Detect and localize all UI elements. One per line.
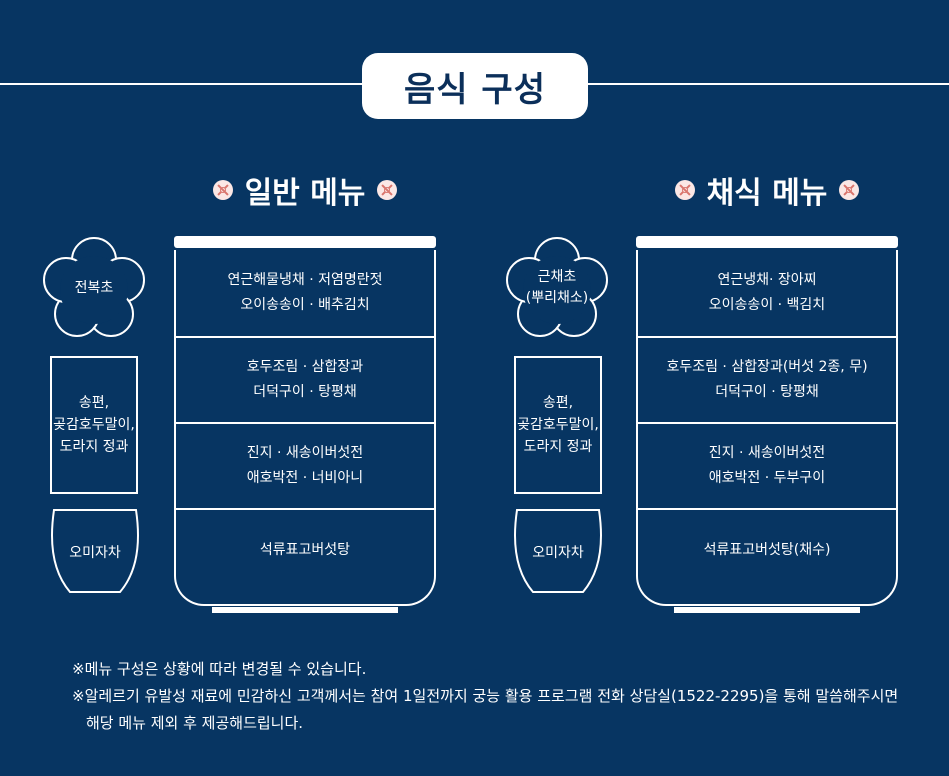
box-body: 연근해물냉채 · 저염명란젓 오이송송이 · 배추김치 호두조림 · 삼합장과 … — [174, 250, 436, 606]
tier-4: 석류표고버섯탕(채수) — [638, 510, 896, 590]
tier-3: 진지 · 새송이버섯전 애호박전 · 너비아니 — [176, 424, 434, 508]
section-heading-regular: 일반 메뉴 — [190, 168, 420, 212]
meal-box-vegetarian: 연근냉채· 장아찌 오이송송이 · 백김치 호두조림 · 삼합장과(버섯 2종,… — [636, 236, 898, 614]
appetizer-flower-plate: 전복초 — [38, 232, 150, 344]
note-line: 해당 메뉴 제외 후 제공해드립니다. — [86, 714, 304, 732]
page-title: 음식 구성 — [362, 53, 588, 119]
tier-line: 호두조림 · 삼합장과 — [246, 359, 364, 375]
tier-line: 진지 · 새송이버섯전 — [246, 445, 364, 461]
tier-line: 석류표고버섯탕 — [259, 541, 351, 558]
tier-4: 석류표고버섯탕 — [176, 510, 434, 590]
tier-line: 애호박전 · 두부구이 — [708, 470, 826, 486]
tier-1: 연근해물냉채 · 저염명란젓 오이송송이 · 배추김치 — [176, 250, 434, 336]
tea-cup: 오미자차 — [511, 508, 605, 596]
tier-line: 애호박전 · 너비아니 — [246, 470, 364, 486]
tier-line: 더덕구이 · 탕평채 — [715, 384, 819, 400]
box-foot — [674, 607, 860, 613]
tier-line: 오이송송이 · 백김치 — [708, 297, 826, 313]
tier-1: 연근냉채· 장아찌 오이송송이 · 백김치 — [638, 250, 896, 336]
tier-line: 연근냉채· 장아찌 — [717, 272, 817, 288]
tier-divider — [176, 508, 434, 510]
note-line: ※메뉴 구성은 상황에 따라 변경될 수 있습니다. — [72, 660, 367, 678]
title-rule-right — [588, 83, 949, 85]
dessert-label-line: 곶감호두말이, — [53, 417, 135, 433]
dessert-box: 송편, 곶감호두말이, 도라지 정과 — [514, 356, 602, 494]
tier-line: 오이송송이 · 배추김치 — [240, 297, 370, 313]
flower-ornament-icon — [212, 180, 233, 200]
tea-label: 오미자차 — [532, 545, 584, 561]
tier-divider — [638, 422, 896, 424]
tier-divider — [176, 336, 434, 338]
flower-ornament-icon — [377, 180, 398, 200]
box-body: 연근냉채· 장아찌 오이송송이 · 백김치 호두조림 · 삼합장과(버섯 2종,… — [636, 250, 898, 606]
tea-cup: 오미자차 — [48, 508, 142, 596]
tier-line: 더덕구이 · 탕평채 — [253, 384, 357, 400]
tier-line: 호두조림 · 삼합장과(버섯 2종, 무) — [666, 359, 868, 375]
notes: ※메뉴 구성은 상황에 따라 변경될 수 있습니다. ※알레르기 유발성 재료에… — [72, 656, 932, 737]
appetizer-label-line: (뿌리채소) — [525, 290, 589, 306]
box-lid — [636, 236, 898, 248]
appetizer-flower-plate: 근채초 (뿌리채소) — [501, 232, 613, 344]
title-rule-left — [0, 83, 362, 85]
tier-line: 진지 · 새송이버섯전 — [708, 445, 826, 461]
section-title: 채식 메뉴 — [706, 176, 828, 211]
appetizer-label-line: 근채초 — [537, 269, 577, 285]
dessert-label-line: 도라지 정과 — [59, 439, 129, 455]
section-title: 일반 메뉴 — [244, 176, 366, 211]
tier-divider — [638, 508, 896, 510]
tier-line: 석류표고버섯탕(채수) — [703, 541, 831, 558]
dessert-label-line: 곶감호두말이, — [517, 417, 599, 433]
dessert-box: 송편, 곶감호두말이, 도라지 정과 — [50, 356, 138, 494]
tier-divider — [176, 422, 434, 424]
flower-ornament-icon — [674, 180, 695, 200]
flower-ornament-icon — [839, 180, 860, 200]
tier-line: 연근해물냉채 · 저염명란젓 — [227, 272, 383, 288]
section-heading-vegetarian: 채식 메뉴 — [652, 168, 882, 212]
dessert-label-line: 도라지 정과 — [523, 439, 593, 455]
tier-3: 진지 · 새송이버섯전 애호박전 · 두부구이 — [638, 424, 896, 508]
box-foot — [212, 607, 398, 613]
meal-box-regular: 연근해물냉채 · 저염명란젓 오이송송이 · 배추김치 호두조림 · 삼합장과 … — [174, 236, 436, 614]
dessert-label-line: 송편, — [542, 395, 574, 411]
tier-divider — [638, 336, 896, 338]
tea-label: 오미자차 — [69, 545, 121, 561]
dessert-label-line: 송편, — [78, 395, 110, 411]
box-lid — [174, 236, 436, 248]
appetizer-label-line: 전복초 — [74, 279, 114, 296]
note-line: ※알레르기 유발성 재료에 민감하신 고객께서는 참여 1일전까지 궁능 활용 … — [72, 687, 899, 705]
tier-2: 호두조림 · 삼합장과 더덕구이 · 탕평채 — [176, 338, 434, 422]
tier-2: 호두조림 · 삼합장과(버섯 2종, 무) 더덕구이 · 탕평채 — [638, 338, 896, 422]
